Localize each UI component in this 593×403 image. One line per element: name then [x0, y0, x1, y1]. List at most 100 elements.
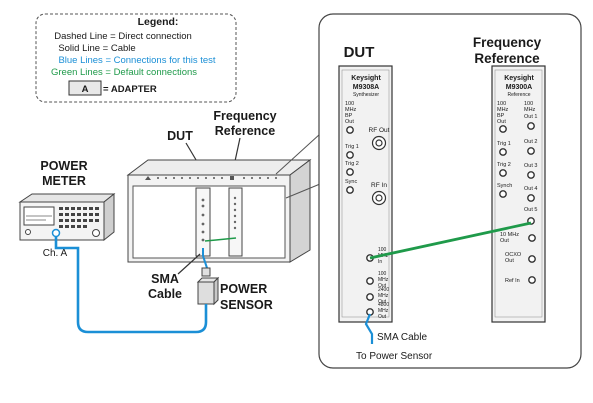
ref-name: Reference	[507, 92, 530, 98]
dut-label: DUT	[167, 129, 193, 143]
synth-2400mhz-out-port	[366, 293, 374, 301]
svg-text:Out: Out	[378, 283, 387, 289]
sma-cable-label-zoom: SMA Cable	[377, 332, 427, 343]
chassis-labels: DUT Frequency Reference	[167, 109, 277, 143]
ref-brand: Keysight	[504, 75, 534, 82]
power-meter-channel-a	[51, 228, 61, 238]
svg-text:Trig 1: Trig 1	[497, 141, 511, 147]
to-power-sensor-label: To Power Sensor	[356, 351, 433, 362]
svg-text:MHz: MHz	[524, 107, 536, 113]
svg-text:Cable: Cable	[148, 287, 182, 301]
legend-title: Legend:	[138, 16, 179, 28]
power-meter-cable	[54, 236, 208, 334]
svg-text:10 MHz: 10 MHz	[500, 232, 519, 238]
ref-10mhz-out-port	[528, 234, 536, 242]
power-sensor	[196, 276, 220, 306]
synth-brand: Keysight	[351, 75, 381, 82]
ref-synch-port	[499, 190, 507, 198]
svg-text:RF Out: RF Out	[369, 127, 390, 134]
legend-green: Green Lines = Default connections	[51, 67, 197, 78]
svg-text:Synch: Synch	[497, 183, 512, 189]
svg-text:Ref In: Ref In	[505, 278, 520, 284]
svg-text:4800: 4800	[378, 302, 389, 308]
ref-out1-port	[527, 122, 535, 130]
default-reference-cable	[369, 221, 532, 260]
legend-solid: Solid Line = Cable	[58, 43, 135, 54]
synthesizer-module: Keysight M9308A Synthesizer 100 MHz BP O…	[338, 65, 393, 323]
legend-adapter: = ADAPTER	[103, 84, 157, 95]
legend-blue: Blue Lines = Connections for this test	[58, 55, 215, 66]
svg-text:MHz: MHz	[378, 293, 389, 299]
freq-ref-label-2: Reference	[215, 124, 275, 138]
legend-dashed: Dashed Line = Direct connection	[54, 31, 192, 42]
svg-text:2400: 2400	[378, 287, 389, 293]
svg-text:BP: BP	[497, 113, 505, 119]
svg-text:OCXO: OCXO	[505, 252, 522, 258]
sma-cable-to-sensor	[364, 313, 374, 344]
svg-text:MHz: MHz	[345, 107, 357, 113]
svg-text:BP: BP	[345, 113, 353, 119]
ref-out3-port	[527, 171, 535, 179]
ref-out2-port	[527, 147, 535, 155]
sma-cable-short	[202, 248, 208, 269]
ref-ref-in-port	[528, 276, 536, 284]
svg-text:Out 5: Out 5	[524, 207, 537, 213]
svg-text:100: 100	[378, 271, 387, 277]
svg-text:MHz: MHz	[497, 107, 509, 113]
svg-text:Out 1: Out 1	[524, 114, 537, 120]
power-meter-label: POWER METER	[40, 159, 87, 188]
svg-text:Out: Out	[378, 314, 387, 320]
svg-text:Out 2: Out 2	[524, 139, 537, 145]
svg-text:Out 3: Out 3	[524, 163, 537, 169]
svg-text:In: In	[378, 259, 382, 265]
svg-text:Sync: Sync	[345, 179, 357, 185]
reference-module: Keysight M9300A Reference 100 MHz BP Out…	[491, 65, 546, 323]
svg-text:Trig 2: Trig 2	[345, 161, 359, 167]
synth-trig2-port	[346, 168, 354, 176]
ref-model: M9300A	[506, 84, 532, 91]
synth-100mhz-out-port	[366, 277, 374, 285]
synth-sync-port	[346, 186, 354, 194]
synth-name: Synthesizer	[353, 92, 379, 98]
power-meter	[18, 192, 116, 242]
svg-text:100: 100	[378, 247, 387, 253]
dut-synthesizer-module	[195, 187, 211, 257]
adapter-symbol	[68, 80, 102, 96]
ref-bp-out-port	[499, 125, 507, 133]
dut-chassis	[126, 159, 312, 263]
svg-text:SENSOR: SENSOR	[220, 298, 273, 312]
zoom-dut-title: DUT	[344, 44, 375, 61]
svg-text:RF In: RF In	[371, 182, 387, 189]
svg-text:POWER: POWER	[220, 282, 267, 296]
synth-bp-out-port	[346, 126, 354, 134]
ref-trig2-port	[499, 169, 507, 177]
svg-text:100: 100	[524, 101, 533, 107]
ref-trig1-port	[499, 148, 507, 156]
svg-text:Trig 2: Trig 2	[497, 162, 511, 168]
svg-text:100: 100	[345, 101, 354, 107]
freq-ref-label-1: Frequency	[213, 109, 276, 123]
svg-text:METER: METER	[42, 174, 86, 188]
sma-adapter	[201, 267, 211, 277]
synth-model: M9308A	[353, 84, 379, 91]
svg-text:100: 100	[497, 101, 506, 107]
power-sensor-label: POWER SENSOR	[220, 282, 273, 312]
synth-trig1-port	[346, 151, 354, 159]
svg-text:MHz: MHz	[378, 308, 389, 314]
ref-ocxo-out-port	[528, 255, 536, 263]
svg-text:Out: Out	[345, 119, 354, 125]
zoom-freq-title-2: Reference	[474, 51, 540, 66]
legend: Legend: Dashed Line = Direct connection …	[35, 13, 237, 103]
sma-cable-label: SMA Cable	[148, 272, 182, 301]
svg-text:Out: Out	[500, 238, 509, 244]
svg-text:POWER: POWER	[40, 159, 87, 173]
svg-text:Out: Out	[497, 119, 506, 125]
svg-text:Out: Out	[505, 258, 514, 264]
svg-text:Trig 1: Trig 1	[345, 144, 359, 150]
adapter-symbol-label: A	[82, 84, 89, 95]
ref-out4-port	[527, 194, 535, 202]
svg-text:Out: Out	[378, 299, 387, 305]
zoom-freq-title-1: Frequency	[473, 35, 542, 50]
svg-text:Out 4: Out 4	[524, 186, 537, 192]
